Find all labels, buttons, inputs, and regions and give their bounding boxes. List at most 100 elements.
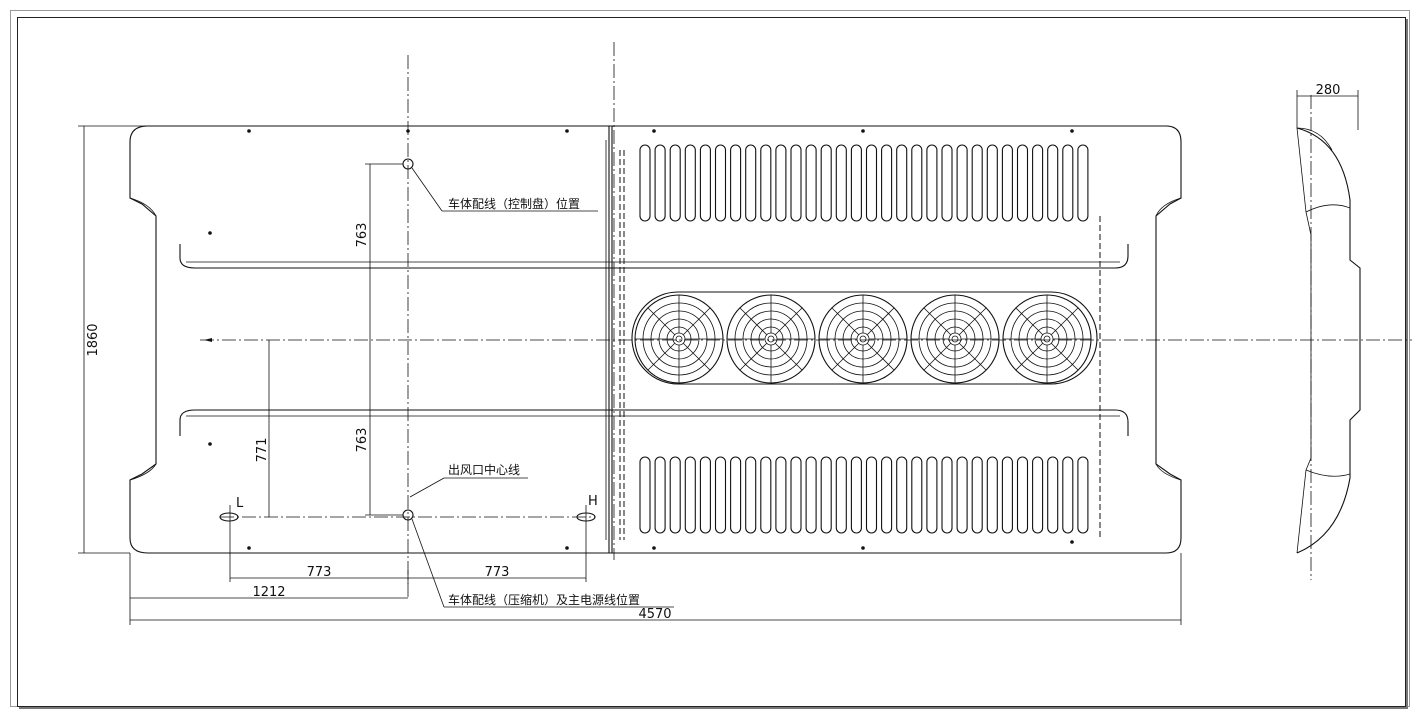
vent-slot <box>820 456 832 534</box>
side-dashed-lines <box>619 150 1101 540</box>
vent-slot <box>911 456 923 534</box>
fan-housing <box>631 291 1098 385</box>
vent-slot <box>760 456 772 534</box>
vent-slot <box>1077 456 1089 534</box>
vent-slot <box>699 144 711 222</box>
vent-slot <box>699 456 711 534</box>
vent-slot <box>654 456 666 534</box>
fan-grille <box>726 294 816 384</box>
dim-773-left-label: 773 <box>307 565 332 580</box>
vent-slot <box>714 456 727 534</box>
fan-grille <box>634 294 724 384</box>
vent-slot <box>1047 456 1059 534</box>
drawing-frame-inner <box>17 17 1406 707</box>
fan-grille <box>910 294 1000 384</box>
vent-slot <box>745 144 757 222</box>
vent-slot <box>881 456 893 534</box>
vent-slot <box>896 456 908 534</box>
vent-slot <box>986 456 998 534</box>
vent-slot <box>775 144 787 222</box>
vent-slot <box>956 456 968 534</box>
dim-763-bottom-label: 763 <box>355 428 370 453</box>
vent-slot <box>956 144 968 222</box>
vent-slot <box>654 144 666 222</box>
vent-slot <box>850 144 862 222</box>
vent-slot <box>669 144 681 222</box>
vent-slot <box>865 456 878 534</box>
fan-group <box>634 294 1092 384</box>
mounting-slots <box>219 505 596 582</box>
vent-slot <box>1016 456 1029 534</box>
leader-control-panel <box>411 167 598 212</box>
vent-slot <box>745 456 757 534</box>
note-compressor-wiring: 车体配线（压缩机）及主电源线位置 <box>448 592 640 607</box>
vent-slot <box>1001 456 1013 534</box>
vent-slot <box>865 144 878 222</box>
dim-1860 <box>78 125 148 554</box>
dim-763-top-label: 763 <box>355 223 370 248</box>
vent-slots-top <box>639 144 1089 222</box>
vent-slot <box>1001 144 1013 222</box>
vent-slot <box>926 144 938 222</box>
vent-slot <box>835 456 847 534</box>
vent-slot <box>1047 144 1059 222</box>
vent-slot <box>805 456 817 534</box>
fan-grille <box>818 294 908 384</box>
vent-slot <box>941 456 953 534</box>
vent-slots-bottom <box>639 456 1089 534</box>
vent-slot <box>1062 456 1074 534</box>
vent-slot <box>639 144 651 222</box>
dim-4570 <box>130 553 1182 625</box>
vent-slot <box>760 144 772 222</box>
vent-slot <box>850 456 862 534</box>
dim-763-bottom <box>365 340 403 516</box>
marker-H: H <box>588 494 598 509</box>
vent-slot <box>971 144 983 222</box>
note-air-outlet-centerline: 出风口中心线 <box>448 462 520 477</box>
dim-4570-label: 4570 <box>638 607 671 622</box>
vent-slot <box>775 456 787 534</box>
vent-slot <box>684 144 696 222</box>
vent-slot <box>805 144 817 222</box>
vent-slot <box>911 144 923 222</box>
rails <box>179 244 1129 436</box>
vent-slot <box>835 144 847 222</box>
dim-773-row <box>230 570 586 584</box>
vent-slot <box>730 456 742 534</box>
leader-compressor <box>411 518 674 608</box>
vent-slot <box>820 144 832 222</box>
dim-1212-label: 1212 <box>252 585 285 600</box>
side-view <box>1296 90 1361 580</box>
vent-slot <box>714 144 727 222</box>
vent-slot <box>1062 144 1074 222</box>
vent-slot <box>639 456 651 534</box>
vent-slot <box>881 144 893 222</box>
fan-grille <box>1002 294 1092 384</box>
vent-slot <box>896 144 908 222</box>
note-control-panel-wiring: 车体配线（控制盘）位置 <box>448 196 580 211</box>
vent-slot <box>926 456 938 534</box>
vent-slot <box>790 144 802 222</box>
mounting-points <box>208 129 1074 550</box>
vent-slot <box>669 456 681 534</box>
vent-slot <box>790 456 802 534</box>
marker-L: L <box>236 496 244 511</box>
dim-763-top <box>365 163 403 340</box>
leader-air-outlet <box>409 477 528 498</box>
vent-slot <box>1016 144 1029 222</box>
dim-1860-label: 1860 <box>86 323 101 356</box>
unit-outline <box>129 125 1182 554</box>
dim-280-label: 280 <box>1316 83 1341 98</box>
vent-slot <box>1032 456 1044 534</box>
dim-1212 <box>129 553 408 625</box>
dim-773-right-label: 773 <box>485 565 510 580</box>
centerline-arrow <box>204 338 212 342</box>
center-divider <box>605 42 615 560</box>
dim-771-label: 771 <box>255 438 270 463</box>
vent-slot <box>986 144 998 222</box>
vent-slot <box>1032 144 1044 222</box>
vent-slot <box>684 456 696 534</box>
vent-slot <box>941 144 953 222</box>
